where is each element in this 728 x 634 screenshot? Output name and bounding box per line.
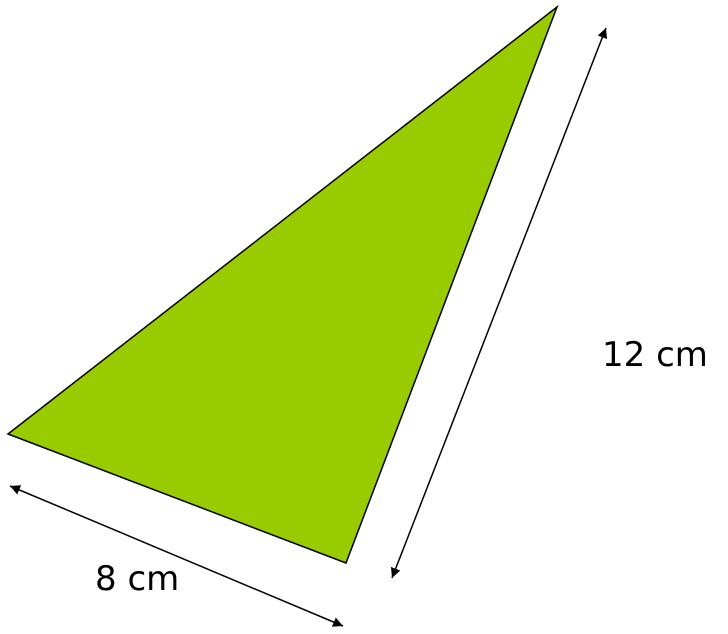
triangle-shape [6, 4, 559, 564]
height-dimension-label: 12 cm [602, 335, 708, 375]
height-dimension-arrow [390, 27, 608, 579]
base-dimension-arrow [9, 485, 344, 627]
base-dimension-label: 8 cm [95, 559, 179, 599]
